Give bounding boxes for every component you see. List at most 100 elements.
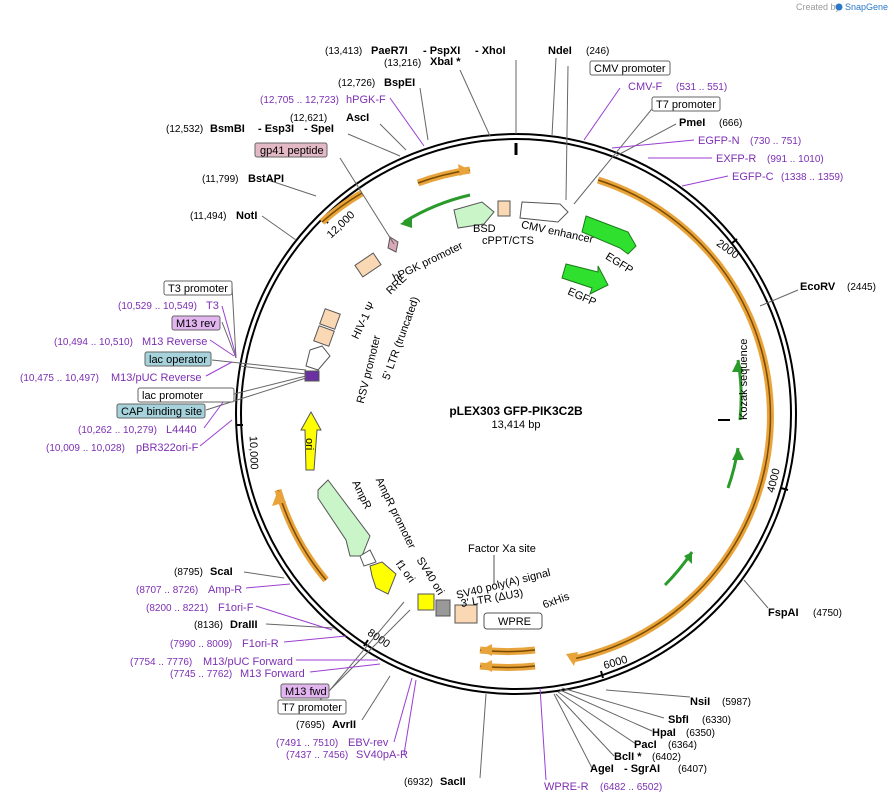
cmvf-pos: (531 .. 551) — [676, 82, 727, 93]
gp41-box — [254, 142, 328, 158]
leader-sv40par — [403, 679, 417, 755]
m13-rev-box-label: M13 rev — [176, 318, 216, 330]
fspai-pos: (4750) — [813, 608, 842, 619]
f1ori-label: f1 ori — [393, 558, 417, 585]
m13-fwd-box — [280, 683, 330, 699]
bstapi-pos: (11,799) — [202, 174, 239, 185]
leader-lines — [205, 57, 799, 779]
cap-binding-box-label: CAP binding site — [121, 406, 202, 418]
sv40par-pos: (7437 .. 7456) — [286, 750, 348, 761]
sacii-pos: (6932) — [404, 777, 433, 788]
ampr-primer-pos: (8707 .. 8726) — [136, 585, 198, 596]
paer7i-pos: (13,413) — [325, 46, 362, 57]
leader-ampr — [245, 583, 291, 589]
leader-scai — [243, 571, 285, 579]
egfp-outer-arrow — [581, 215, 637, 255]
f1orir-name: F1ori-R — [242, 638, 279, 650]
t7-promoter-top-box — [651, 96, 721, 112]
leader-cmvp — [565, 65, 569, 201]
l4440-pos: (10,262 .. 10,279) — [78, 425, 157, 436]
egfpc-pos: (1338 .. 1359) — [781, 172, 843, 183]
leader-hpgkf — [389, 97, 425, 147]
egfpc-name: EGFP-C — [732, 171, 774, 183]
leader-egfpn — [611, 139, 695, 149]
leader-paci — [557, 691, 637, 745]
hiv-psi-shape — [319, 308, 341, 330]
fspai-name: FspAI — [768, 607, 799, 619]
leader-bcli — [555, 693, 615, 757]
green-arc-right-a-arrowhead — [732, 360, 744, 372]
orange-arc-left — [274, 489, 329, 583]
t7-promoter-bottom-label: T7 promoter — [282, 702, 342, 714]
m13r-pos: (10,494 .. 10,510) — [54, 337, 133, 348]
t3-promoter-box-label: T3 promoter — [168, 283, 228, 295]
leader-ascI — [379, 123, 407, 151]
esp3i-name: - Esp3I — [258, 123, 294, 135]
orange-arc-bottom-b-arrowhead — [480, 644, 492, 656]
scale-ticks: 2000 4000 6000 8000 10,000 12,000 — [236, 209, 789, 679]
tick-6000-mark — [600, 670, 604, 679]
m13pucr-pos: (10,475 .. 10,497) — [20, 373, 99, 384]
paer7i-name: PaeR7I — [371, 45, 408, 57]
rre-shape — [354, 252, 382, 278]
ori-arrow — [300, 410, 322, 471]
leader-bstapi — [267, 179, 317, 197]
bsmbi-name: BsmBI — [210, 123, 245, 135]
bsd-shape — [453, 201, 495, 229]
leader-bspei — [419, 87, 429, 141]
gp41-shape — [387, 236, 399, 253]
scai-name: ScaI — [210, 566, 233, 578]
exfpr-pos: (991 .. 1010) — [767, 154, 824, 165]
m13-rev-box — [171, 315, 221, 331]
sbfi-pos: (6330) — [702, 715, 731, 726]
leader-lacpro — [233, 375, 307, 395]
ori-label: ori — [303, 438, 315, 450]
cmv-promoter-box — [589, 60, 671, 76]
noti-name: NotI — [236, 210, 257, 222]
snapgene-logo-icon — [835, 3, 843, 11]
ebvrev-pos: (7491 .. 7510) — [276, 738, 338, 749]
spei-name: - SpeI — [304, 123, 334, 135]
pmei-pos: (666) — [719, 118, 742, 129]
bsd-label: BSD — [473, 223, 496, 235]
agei-name: AgeI — [590, 763, 614, 775]
bspei-name: BspEI — [384, 77, 415, 89]
lac-operator-box-label: lac operator — [149, 354, 207, 366]
leader-sbfi — [561, 687, 665, 719]
cppt-label: cPPT/CTS — [482, 235, 534, 247]
ltr5-shape — [313, 325, 335, 347]
hpgkf-name: hPGK-F — [346, 94, 386, 106]
lac-operator-box — [144, 351, 212, 367]
bcli-name: BclI * — [614, 751, 642, 763]
leader-m13pucr — [205, 361, 233, 377]
leader-agei — [553, 693, 593, 769]
ebvrev-name: EBV-rev — [348, 737, 389, 749]
tick-2000-mark — [730, 238, 738, 245]
egfpn-name: EGFP-N — [698, 135, 740, 147]
leader-lacop — [211, 359, 307, 371]
m13-fwd-box-label: M13 fwd — [285, 686, 327, 698]
sgrai-name: - SgrAI — [624, 763, 660, 775]
kozak-label: Kozak sequence — [738, 339, 750, 420]
hpai-name: HpaI — [652, 727, 676, 739]
lac-cluster-shape — [304, 370, 320, 382]
rsv-promoter-label: RSV promoter — [355, 334, 384, 405]
bspei-pos: (12,726) — [338, 78, 375, 89]
wpre-shape — [483, 612, 543, 630]
green-arc-right-b-arrowhead — [732, 448, 744, 460]
leader-ecorv — [759, 289, 799, 307]
leader-avrii — [361, 675, 391, 721]
draiii-name: DraIII — [230, 619, 258, 631]
exfpr-name: EXFP-R — [716, 153, 756, 165]
sv40-polya-shape — [435, 599, 451, 617]
leader-sacii — [479, 693, 487, 779]
paci-name: PacI — [634, 739, 657, 751]
m13pucr-name: M13/pUC Reverse — [111, 372, 201, 384]
ndei-name: NdeI — [548, 45, 572, 57]
asci-pos: (12,621) — [290, 113, 327, 124]
bstapi-name: BstAPI — [248, 173, 284, 185]
leader-noti — [261, 215, 297, 241]
primer-leaders — [199, 87, 729, 781]
leader-egfpc — [681, 175, 729, 187]
